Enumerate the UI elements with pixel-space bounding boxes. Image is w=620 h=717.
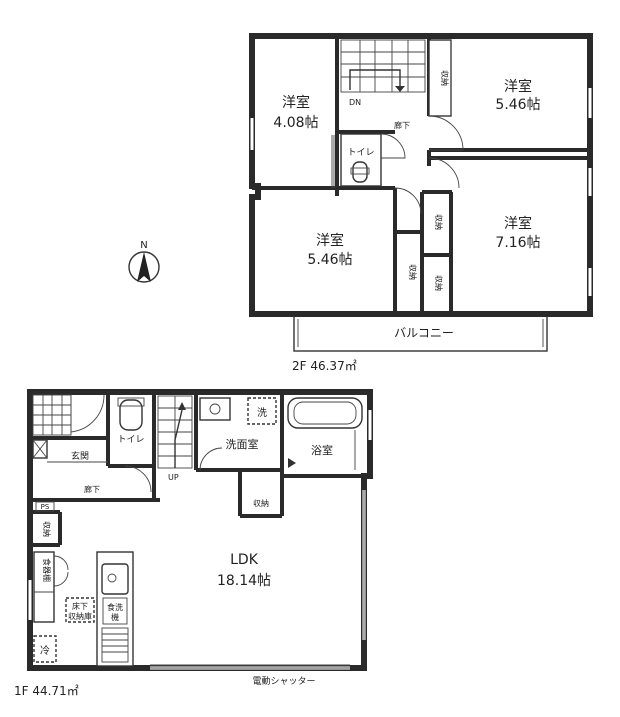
ldk-size: 18.14帖 <box>217 573 271 589</box>
fridge-label: 冷 <box>40 644 50 657</box>
balcony <box>293 314 548 352</box>
dishwasher-label-1: 食洗 <box>107 602 123 612</box>
storage-2f-3: 収納 <box>434 275 444 291</box>
floor-1-area-label: 1F 44.71㎡ <box>14 684 79 698</box>
storage-2f-1: 収納 <box>440 70 450 86</box>
entrance-label: 玄関 <box>71 450 89 462</box>
floor-2-area-label: 2F 46.37㎡ <box>292 359 357 373</box>
dishwasher-label-2: 機 <box>111 612 119 622</box>
floor-1: 玄関 トイレ UP 洗 洗面室 浴室 <box>14 389 373 698</box>
room-a-name: 洋室 <box>282 94 310 111</box>
compass-north-label: N <box>140 240 147 251</box>
north-compass: N <box>128 240 160 283</box>
toilet-2f-label: トイレ <box>347 148 374 158</box>
stairs-2f <box>340 39 426 93</box>
bathroom-label: 浴室 <box>311 443 333 457</box>
storage-1f-1: 収納 <box>42 521 52 537</box>
floor-1-outer-wall <box>27 389 373 671</box>
storage-2f-2: 収納 <box>434 214 444 230</box>
stairs-1f <box>157 395 193 469</box>
stairs-up-label: UP <box>168 473 179 482</box>
hallway-2f-label: 廊下 <box>394 120 410 130</box>
storage-2f-4: 収納 <box>408 264 418 280</box>
floor-2: バルコニー <box>249 33 593 373</box>
washroom-label: 洗面室 <box>226 437 259 451</box>
room-b-name: 洋室 <box>504 78 532 95</box>
shutter-label: 電動シャッター <box>252 676 315 687</box>
hallway-1f-label: 廊下 <box>84 484 100 494</box>
ldk-name: LDK <box>230 552 259 568</box>
washer-label: 洗 <box>257 407 267 419</box>
room-d-name: 洋室 <box>504 215 532 232</box>
storage-1f-2: 収納 <box>253 498 269 508</box>
room-b-size: 5.46帖 <box>495 97 540 113</box>
toilet-1f-label: トイレ <box>117 435 144 445</box>
underfloor-label-1: 床下 <box>72 601 88 611</box>
room-a-size: 4.08帖 <box>273 115 318 131</box>
pb-label: PS <box>41 503 50 511</box>
room-c-name: 洋室 <box>316 232 344 249</box>
underfloor-label-2: 収納庫 <box>68 611 92 621</box>
balcony-label: バルコニー <box>394 326 454 340</box>
stairs-dn-label: DN <box>349 98 361 107</box>
room-d-size: 7.16帖 <box>495 235 540 251</box>
pantry-label: 食器棚 <box>42 558 52 582</box>
entrance-tiles <box>32 394 72 436</box>
room-c-size: 5.46帖 <box>307 252 352 268</box>
